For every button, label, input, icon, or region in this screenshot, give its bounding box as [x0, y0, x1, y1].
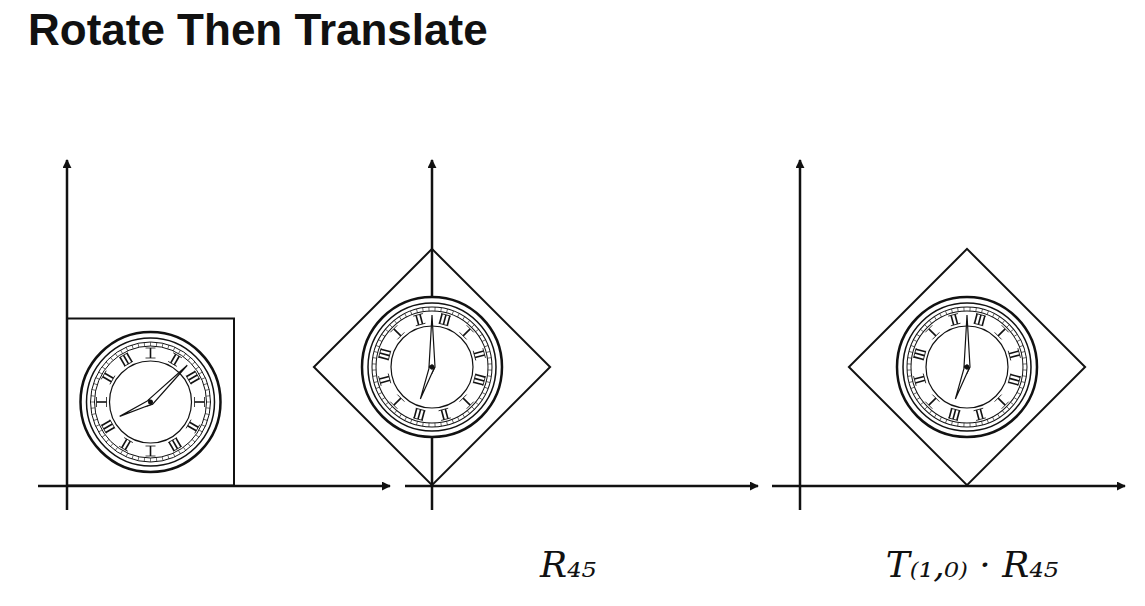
- minute-hand: [144, 363, 189, 408]
- panel: [38, 160, 390, 510]
- hour-hand: [418, 366, 434, 400]
- minute-hand: [429, 315, 435, 373]
- square-outline: [314, 249, 550, 485]
- square-outline: [67, 319, 234, 486]
- clock-square: [849, 249, 1085, 485]
- square-outline: [849, 249, 1085, 485]
- x-axis: [772, 485, 1125, 488]
- panel: [314, 160, 758, 510]
- y-axis: [799, 160, 802, 510]
- panel: [772, 160, 1125, 510]
- transform-label: R₄₅: [540, 543, 596, 586]
- x-axis: [405, 485, 758, 488]
- clock-face: [81, 332, 221, 472]
- clock-square: [67, 319, 234, 486]
- hour-hand: [953, 366, 969, 400]
- clock-face: [333, 268, 531, 466]
- hour-hand: [119, 400, 152, 419]
- minute-hand: [964, 315, 970, 373]
- clock-face: [868, 268, 1066, 466]
- slide-title: Rotate Then Translate: [28, 6, 488, 54]
- clock-square: [314, 249, 550, 485]
- transform-label: T₍₁,₀₎ · R₄₅: [886, 543, 1058, 586]
